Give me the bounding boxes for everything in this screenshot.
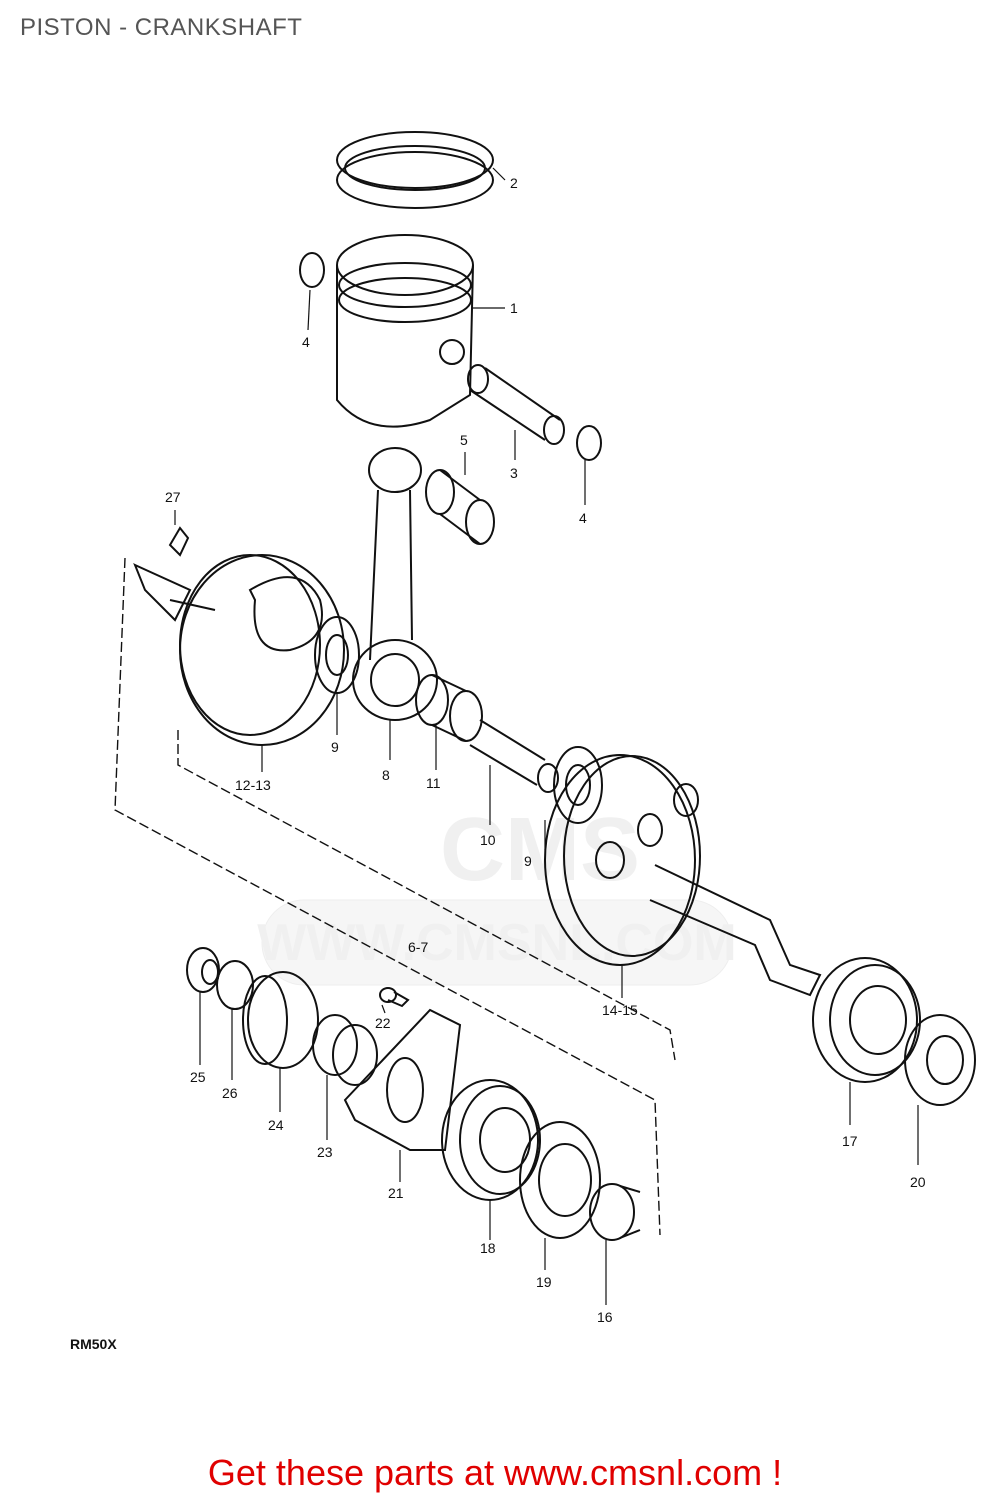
nut[interactable] bbox=[186, 947, 220, 993]
small-end-bearing[interactable] bbox=[425, 469, 495, 545]
gear-spacer[interactable] bbox=[312, 1014, 378, 1086]
bearing-retainer-plate[interactable] bbox=[343, 1008, 462, 1151]
callout-14-15: 14-15 bbox=[602, 1002, 638, 1018]
callout-1: 1 bbox=[510, 300, 518, 316]
callout-2: 2 bbox=[510, 175, 518, 191]
callout-23: 23 bbox=[317, 1144, 333, 1160]
callout-3: 3 bbox=[510, 465, 518, 481]
callout-9-right: 9 bbox=[524, 853, 532, 869]
screw[interactable] bbox=[379, 987, 410, 1008]
assembly-brackets bbox=[114, 557, 676, 1236]
callout-19: 19 bbox=[536, 1274, 552, 1290]
callout-4-left: 4 bbox=[302, 334, 310, 350]
model-code: RM50X bbox=[70, 1336, 117, 1352]
circlip-left[interactable] bbox=[299, 252, 325, 288]
callout-27: 27 bbox=[165, 489, 181, 505]
callout-21: 21 bbox=[388, 1185, 404, 1201]
callout-25: 25 bbox=[190, 1069, 206, 1085]
callout-5: 5 bbox=[460, 432, 468, 448]
page-title: PISTON - CRANKSHAFT bbox=[20, 14, 303, 41]
oil-seal-right[interactable] bbox=[904, 1014, 976, 1106]
callout-26: 26 bbox=[222, 1085, 238, 1101]
crank-pin[interactable] bbox=[469, 719, 559, 793]
woodruff-key[interactable] bbox=[168, 526, 190, 557]
primary-drive-gear[interactable] bbox=[242, 971, 319, 1069]
piston-pin[interactable] bbox=[467, 364, 565, 445]
callout-11: 11 bbox=[426, 775, 441, 791]
leader-lines bbox=[174, 167, 919, 1305]
callout-4-right: 4 bbox=[579, 510, 587, 526]
thrust-washer-left[interactable] bbox=[314, 616, 360, 694]
callout-20: 20 bbox=[910, 1174, 926, 1190]
watermark: WWW.CMSNL.COM CMS bbox=[257, 800, 737, 986]
callout-24: 24 bbox=[268, 1117, 284, 1133]
cta-link[interactable]: Get these parts at www.cmsnl.com ! bbox=[207, 1452, 783, 1493]
callout-18: 18 bbox=[480, 1240, 496, 1256]
callout-labels: 2 1 4 3 4 5 27 9 8 11 10 9 12-13 6-7 14-… bbox=[165, 175, 926, 1325]
watermark-logo: CMS bbox=[440, 800, 640, 900]
piston-rings[interactable] bbox=[336, 131, 494, 209]
callout-6-7: 6-7 bbox=[408, 939, 428, 955]
circlip-right[interactable] bbox=[576, 425, 602, 461]
watermark-text: WWW.CMSNL.COM bbox=[257, 914, 736, 972]
callout-16: 16 bbox=[597, 1309, 613, 1325]
callout-10: 10 bbox=[480, 832, 496, 848]
callout-12-13: 12-13 bbox=[235, 777, 271, 793]
spacer-collar[interactable] bbox=[589, 1183, 641, 1241]
callout-9-left: 9 bbox=[331, 739, 339, 755]
big-end-bearing[interactable] bbox=[415, 674, 483, 742]
main-bearing-left-2[interactable] bbox=[519, 1121, 601, 1239]
main-bearing-left[interactable] bbox=[441, 1079, 541, 1201]
crank-half-left[interactable] bbox=[133, 526, 345, 746]
main-bearing-right[interactable] bbox=[812, 957, 921, 1083]
callout-22: 22 bbox=[375, 1015, 391, 1031]
callout-8: 8 bbox=[382, 767, 390, 783]
thrust-washer-right[interactable] bbox=[553, 746, 603, 824]
piston[interactable] bbox=[336, 234, 474, 428]
washer[interactable] bbox=[216, 960, 254, 1010]
callout-17: 17 bbox=[842, 1133, 858, 1149]
crank-half-right[interactable] bbox=[544, 754, 822, 997]
